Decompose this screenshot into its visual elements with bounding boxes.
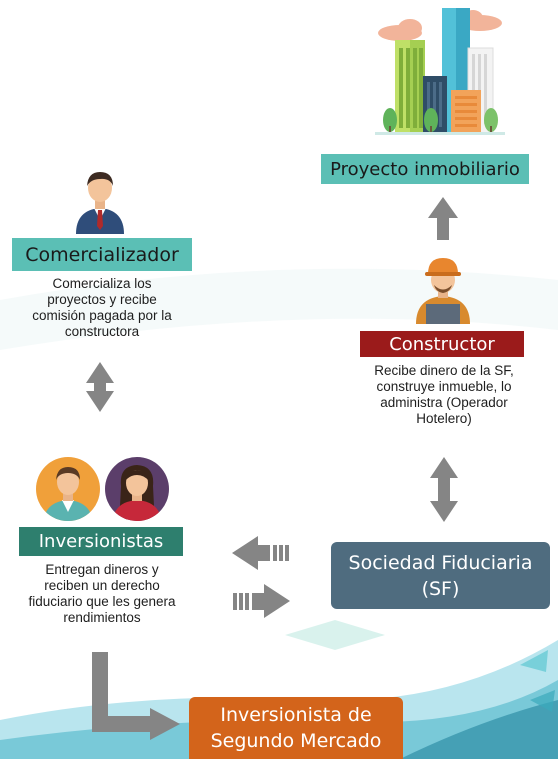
arrow-double-comercializador-inversionistas	[86, 362, 114, 412]
businessman-icon	[76, 172, 124, 234]
arrow-right-inversionistas-to-sociedad	[233, 584, 290, 618]
constructor-description: Recibe dinero de la SF, construye inmueb…	[346, 363, 542, 427]
proyecto-label-text: Proyecto inmobiliario	[330, 158, 520, 180]
investor-woman-icon	[105, 457, 169, 521]
description-line: rendimientos	[63, 610, 141, 625]
description-line: construye inmueble, lo	[376, 379, 512, 394]
comercializador-label-text: Comercializador	[25, 243, 179, 266]
arrow-double-constructor-sociedad	[430, 457, 458, 522]
description-line: Entregan dineros y	[45, 562, 159, 577]
description-line: Recibe dinero de la SF,	[374, 363, 514, 378]
segundo-mercado-label-line: Segundo Mercado	[210, 730, 382, 752]
arrow-left-sociedad-to-inversionistas	[232, 536, 289, 570]
city-buildings-icon	[375, 8, 505, 135]
investor-man-icon	[36, 457, 100, 521]
arrow-l-inversionistas-to-segundo-mercado	[92, 652, 180, 740]
description-line: Comercializa los	[52, 276, 152, 291]
constructor-label-text: Constructor	[389, 333, 495, 355]
description-line: reciben un derecho	[44, 578, 160, 593]
sociedad-label-line: Sociedad Fiduciaria	[348, 551, 533, 574]
description-line: constructora	[64, 324, 140, 339]
worker-hardhat-icon	[416, 258, 470, 324]
inversionistas-description: Entregan dineros y reciben un derecho fi…	[2, 562, 202, 626]
description-line: Hotelero)	[416, 411, 472, 426]
description-line: comisión pagada por la	[32, 308, 172, 323]
description-line: administra (Operador	[380, 395, 508, 410]
description-line: fiduciario que les genera	[28, 594, 176, 609]
inversionistas-label: Inversionistas	[19, 527, 183, 556]
segundo-mercado-label-line: Inversionista de	[220, 704, 372, 726]
proyecto-inmobiliario-label: Proyecto inmobiliario	[321, 154, 529, 184]
sociedad-label-line: (SF)	[421, 577, 460, 600]
inversionistas-label-text: Inversionistas	[38, 531, 164, 552]
arrow-up-constructor-to-proyecto	[428, 197, 458, 240]
comercializador-label: Comercializador	[12, 238, 192, 271]
segundo-mercado-box: Inversionista de Segundo Mercado	[189, 697, 403, 759]
description-line: proyectos y recibe	[47, 292, 157, 307]
comercializador-description: Comercializa los proyectos y recibe comi…	[2, 276, 202, 340]
constructor-label: Constructor	[360, 331, 524, 357]
sociedad-fiduciaria-box: Sociedad Fiduciaria (SF)	[331, 542, 550, 609]
